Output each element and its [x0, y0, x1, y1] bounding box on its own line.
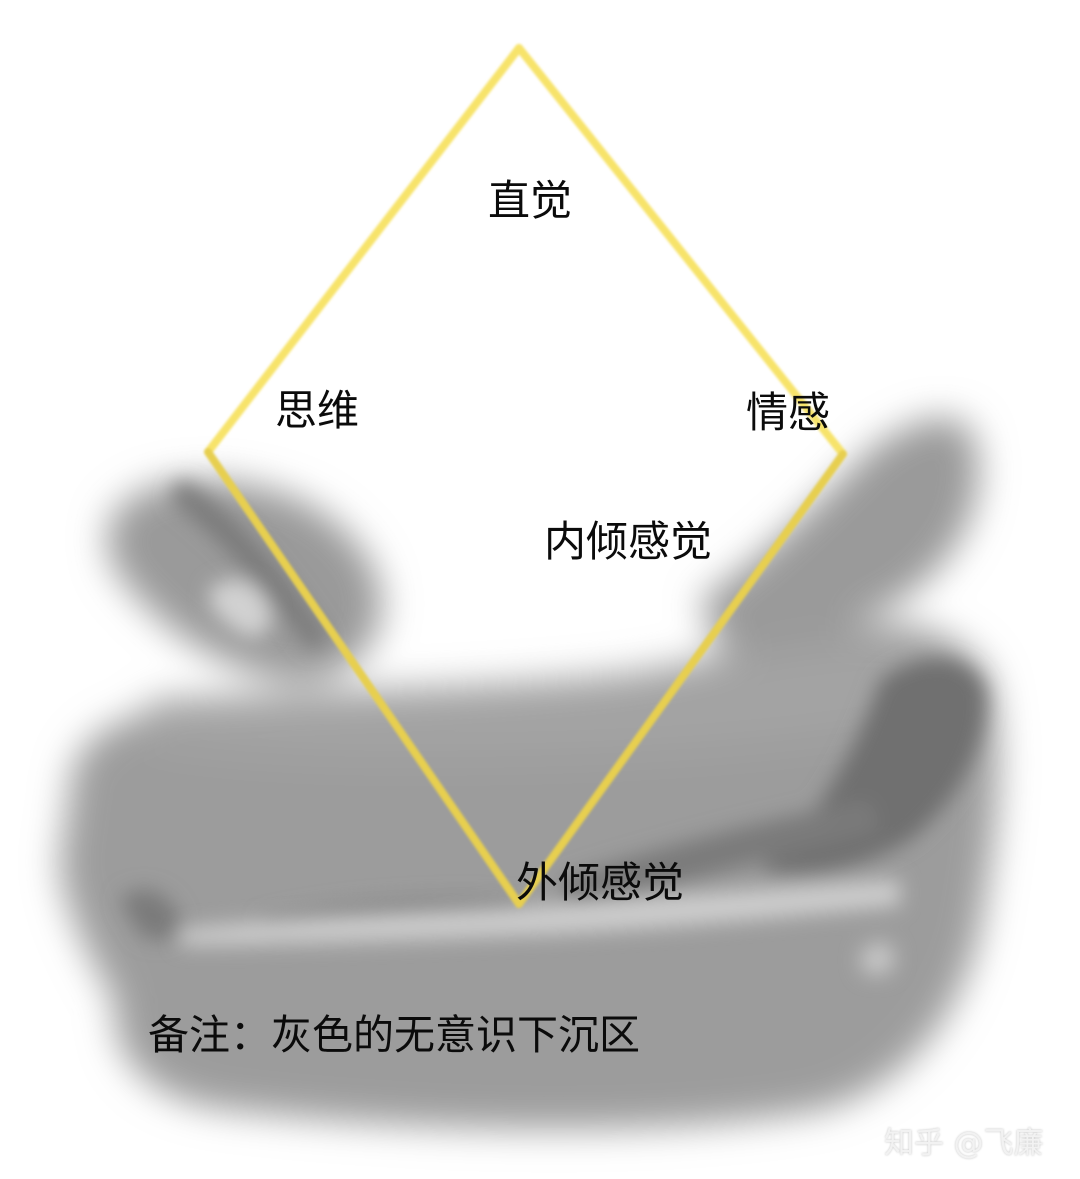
label-introverted-sensing: 内倾感觉	[544, 517, 713, 566]
label-intuition: 直觉	[488, 176, 573, 225]
watermark: 知乎 @飞廉	[884, 1126, 1044, 1161]
unconscious-zone-highlights	[180, 579, 900, 976]
diamond-edge-top-left	[204, 44, 523, 456]
dark-streak-bottom-left	[120, 889, 180, 940]
label-thinking: 思维	[275, 386, 360, 435]
highlight-lower-band	[180, 880, 900, 945]
diamond-edge-top-right	[515, 44, 847, 458]
unconscious-zone-dark-streaks	[120, 480, 986, 940]
unconscious-zone-upper-right	[700, 417, 979, 650]
highlight-right-oval	[860, 942, 895, 976]
label-feeling: 情感	[746, 388, 831, 437]
diamond-edge-bottom-right	[515, 450, 847, 908]
highlight-left-loop	[209, 579, 271, 638]
unconscious-zone-middle-band	[140, 640, 930, 760]
dark-streak-left	[170, 480, 330, 650]
diamond-outline	[204, 44, 847, 908]
unconscious-zone	[60, 417, 999, 1129]
diamond-edge-bottom-left	[204, 448, 523, 908]
note-text: 备注：灰色的无意识下沉区	[148, 1011, 640, 1059]
label-extraverted-sensing: 外倾感觉	[516, 858, 685, 907]
dark-streak-diagonal	[560, 800, 880, 905]
